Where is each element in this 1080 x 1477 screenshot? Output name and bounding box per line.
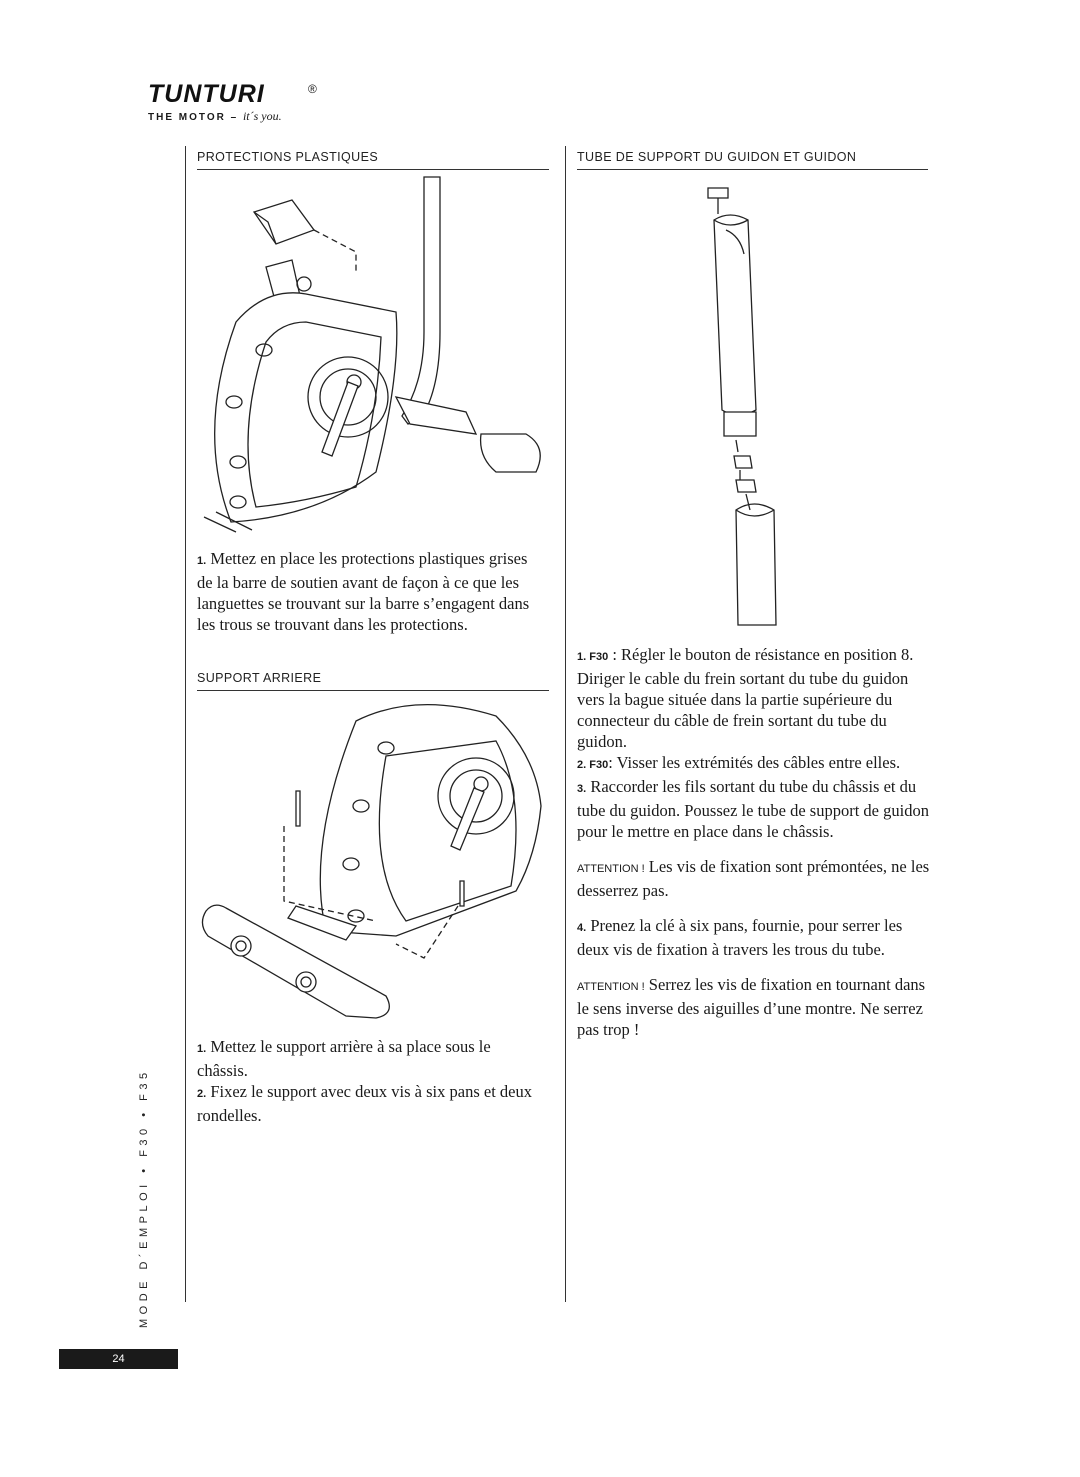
step-text: Mettez le support arrière à sa place sou… xyxy=(197,1037,491,1080)
step-number: 3. xyxy=(577,783,587,795)
section-heading-support-arriere: SUPPORT ARRIERE xyxy=(197,671,549,691)
section2-step-2: 2. Fixez le support avec deux vis à six … xyxy=(197,1081,532,1126)
right-step-3: 3. Raccorder les fils sortant du tube du… xyxy=(577,776,932,842)
logo-registered-mark: ® xyxy=(308,82,317,96)
step-number: 1. xyxy=(197,1043,207,1055)
logo-brand: TUNTURI xyxy=(148,80,265,108)
right-step-4: 4. Prenez la clé à six pans, fournie, po… xyxy=(577,915,932,960)
tunturi-logo: TUNTURI ® THE MOTOR – it´s you. xyxy=(148,82,328,124)
step-text: : Visser les extrémités des câbles entre… xyxy=(608,753,901,772)
step-text: Mettez en place les protections plastiqu… xyxy=(197,549,530,634)
left-column-rule xyxy=(185,146,186,1302)
attention-text: Serrez les vis de fixation en tournant d… xyxy=(577,975,926,1039)
section1-steps: 1. Mettez en place les protections plast… xyxy=(197,548,532,635)
illustration-handlebar-tube xyxy=(707,187,777,626)
logo-tagline: THE MOTOR – it´s you. xyxy=(148,109,328,124)
step-text: Fixez le support avec deux vis à six pan… xyxy=(197,1082,532,1125)
right-step-1: 1. F30 : Régler le bouton de résistance … xyxy=(577,644,932,752)
attention-label: ATTENTION ! xyxy=(577,981,645,993)
illustration-rear-support xyxy=(201,703,542,1019)
attention-label: ATTENTION ! xyxy=(577,863,645,875)
right-column-rule xyxy=(565,146,566,1302)
right-attention-1: ATTENTION ! Les vis de fixation sont pré… xyxy=(577,856,932,901)
step-number: 2. xyxy=(197,1088,207,1100)
step-text: : Régler le bouton de résistance en posi… xyxy=(577,645,914,751)
right-attention-2: ATTENTION ! Serrez les vis de fixation e… xyxy=(577,974,932,1040)
section-heading-protections: PROTECTIONS PLASTIQUES xyxy=(197,150,549,170)
right-steps: 1. F30 : Régler le bouton de résistance … xyxy=(577,644,932,1040)
step-number: 4. xyxy=(577,922,587,934)
section2-steps: 1. Mettez le support arrière à sa place … xyxy=(197,1036,532,1126)
illustration-plastic-covers xyxy=(203,176,541,533)
section1-step-1: 1. Mettez en place les protections plast… xyxy=(197,548,532,635)
sidebar-manual-title: MODE D´EMPLOI • F30 • F35 xyxy=(138,1068,150,1328)
section2-step-1: 1. Mettez le support arrière à sa place … xyxy=(197,1036,532,1081)
step-number: 1. xyxy=(197,555,207,567)
step-text: Prenez la clé à six pans, fournie, pour … xyxy=(577,916,903,959)
section-heading-tube-guidon: TUBE DE SUPPORT DU GUIDON ET GUIDON xyxy=(577,150,928,170)
right-step-2: 2. F30: Visser les extrémités des câbles… xyxy=(577,752,932,776)
attention-text: Les vis de fixation sont prémontées, ne … xyxy=(577,857,930,900)
page-number: 24 xyxy=(59,1349,178,1369)
logo-tagline-italic: it´s you. xyxy=(242,109,282,123)
step-text: Raccorder les fils sortant du tube du ch… xyxy=(577,777,929,841)
logo-tagline-prefix: THE MOTOR – xyxy=(148,112,243,123)
step-number: 2. F30 xyxy=(577,759,609,771)
step-number: 1. F30 xyxy=(577,651,609,663)
